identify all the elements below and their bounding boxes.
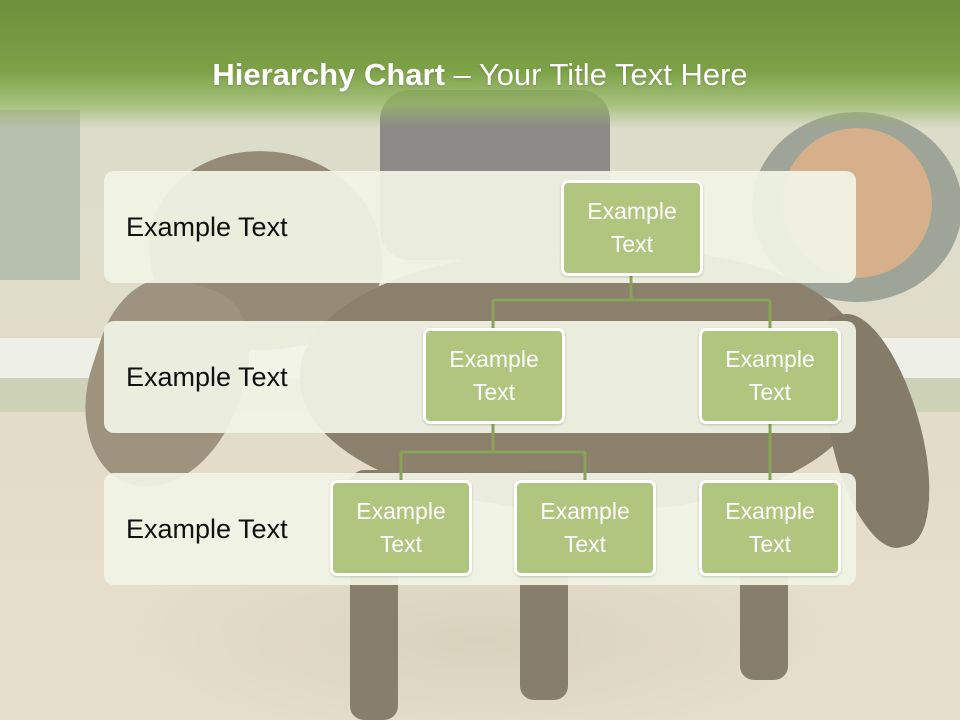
node-text: Example Text: [356, 498, 446, 557]
node-text: Example Text: [725, 498, 815, 557]
node-level3-c[interactable]: Example Text: [699, 480, 841, 576]
slide-title[interactable]: Hierarchy Chart – Your Title Text Here: [0, 54, 960, 96]
node-level3-b[interactable]: Example Text: [514, 480, 656, 576]
node-text: Example Text: [449, 346, 539, 405]
background-wall: [0, 110, 80, 280]
node-level2-left[interactable]: Example Text: [423, 328, 565, 424]
node-text: Example Text: [587, 198, 677, 257]
level-label[interactable]: Example Text: [126, 212, 288, 242]
node-root[interactable]: Example Text: [561, 180, 703, 276]
level-label[interactable]: Example Text: [126, 514, 288, 544]
node-level3-a[interactable]: Example Text: [330, 480, 472, 576]
node-text: Example Text: [540, 498, 630, 557]
node-text: Example Text: [725, 346, 815, 405]
level-label[interactable]: Example Text: [126, 362, 288, 392]
title-rest: – Your Title Text Here: [444, 57, 748, 92]
level-band-1: Example Text: [104, 171, 856, 283]
node-level2-right[interactable]: Example Text: [699, 328, 841, 424]
title-bar: [0, 0, 960, 128]
title-bold: Hierarchy Chart: [212, 57, 445, 92]
